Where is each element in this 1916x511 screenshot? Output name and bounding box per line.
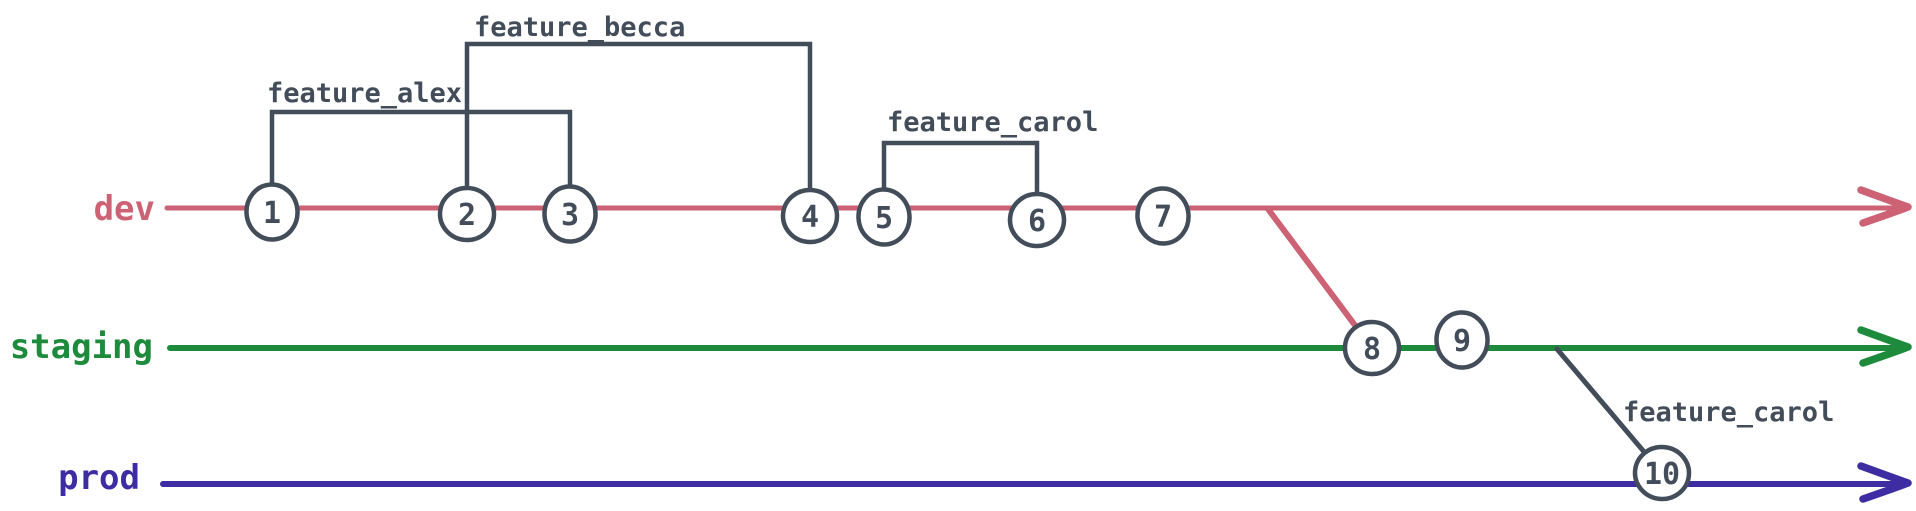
commit-node-10: 10	[1632, 444, 1692, 502]
commit-number-2: 2	[458, 198, 476, 233]
commit-number-9: 9	[1453, 324, 1471, 359]
commit-node-1: 1	[244, 182, 300, 242]
commit-number-3: 3	[561, 198, 579, 233]
branch-label-prod: prod	[58, 458, 140, 498]
staging-arrowhead-icon	[1857, 326, 1912, 367]
commit-circle-5	[856, 187, 912, 247]
commit-circle-10	[1632, 444, 1692, 502]
commit-circle-6	[1007, 191, 1067, 249]
commit-circle-9	[1434, 310, 1490, 370]
commit-node-9: 9	[1434, 310, 1490, 370]
commit-number-10: 10	[1644, 457, 1680, 492]
commit-circle-8	[1342, 319, 1402, 377]
commit-number-1: 1	[263, 196, 281, 231]
branch-label-dev: dev	[94, 189, 155, 229]
commit-node-2: 2	[437, 185, 497, 243]
branch-label-staging: staging	[10, 327, 153, 367]
feature-branch-label-feature_alex: feature_alex	[267, 78, 462, 109]
commit-node-5: 5	[856, 187, 912, 247]
prod-arrowhead-icon	[1857, 462, 1912, 503]
feature-branch-label-feature_becca: feature_becca	[474, 12, 685, 43]
dev-arrowhead-icon	[1857, 186, 1912, 227]
commit-circle-1	[244, 182, 300, 242]
commit-node-3: 3	[542, 184, 598, 244]
feature-branch-label-feature_carol: feature_carol	[887, 107, 1098, 138]
commit-node-8: 8	[1342, 319, 1402, 377]
commit-node-6: 6	[1007, 191, 1067, 249]
commit-number-8: 8	[1363, 332, 1381, 367]
commit-number-5: 5	[875, 201, 893, 236]
commit-circle-2	[437, 185, 497, 243]
feature-bracket-feature_alex	[269, 109, 573, 217]
feature-branch-label-merge-feature_carol: feature_carol	[1623, 397, 1834, 428]
commit-circle-7	[1135, 186, 1191, 246]
commit-node-7: 7	[1135, 186, 1191, 246]
commit-node-4: 4	[780, 187, 840, 245]
feature-bracket-feature_becca	[464, 41, 813, 219]
commit-number-7: 7	[1154, 200, 1172, 235]
merge-edge-to-commit-8	[1265, 206, 1375, 351]
commit-number-6: 6	[1028, 204, 1046, 239]
commit-circle-4	[780, 187, 840, 245]
commit-number-4: 4	[801, 200, 819, 235]
feature-bracket-feature_carol	[881, 140, 1040, 223]
commit-circle-3	[542, 184, 598, 244]
